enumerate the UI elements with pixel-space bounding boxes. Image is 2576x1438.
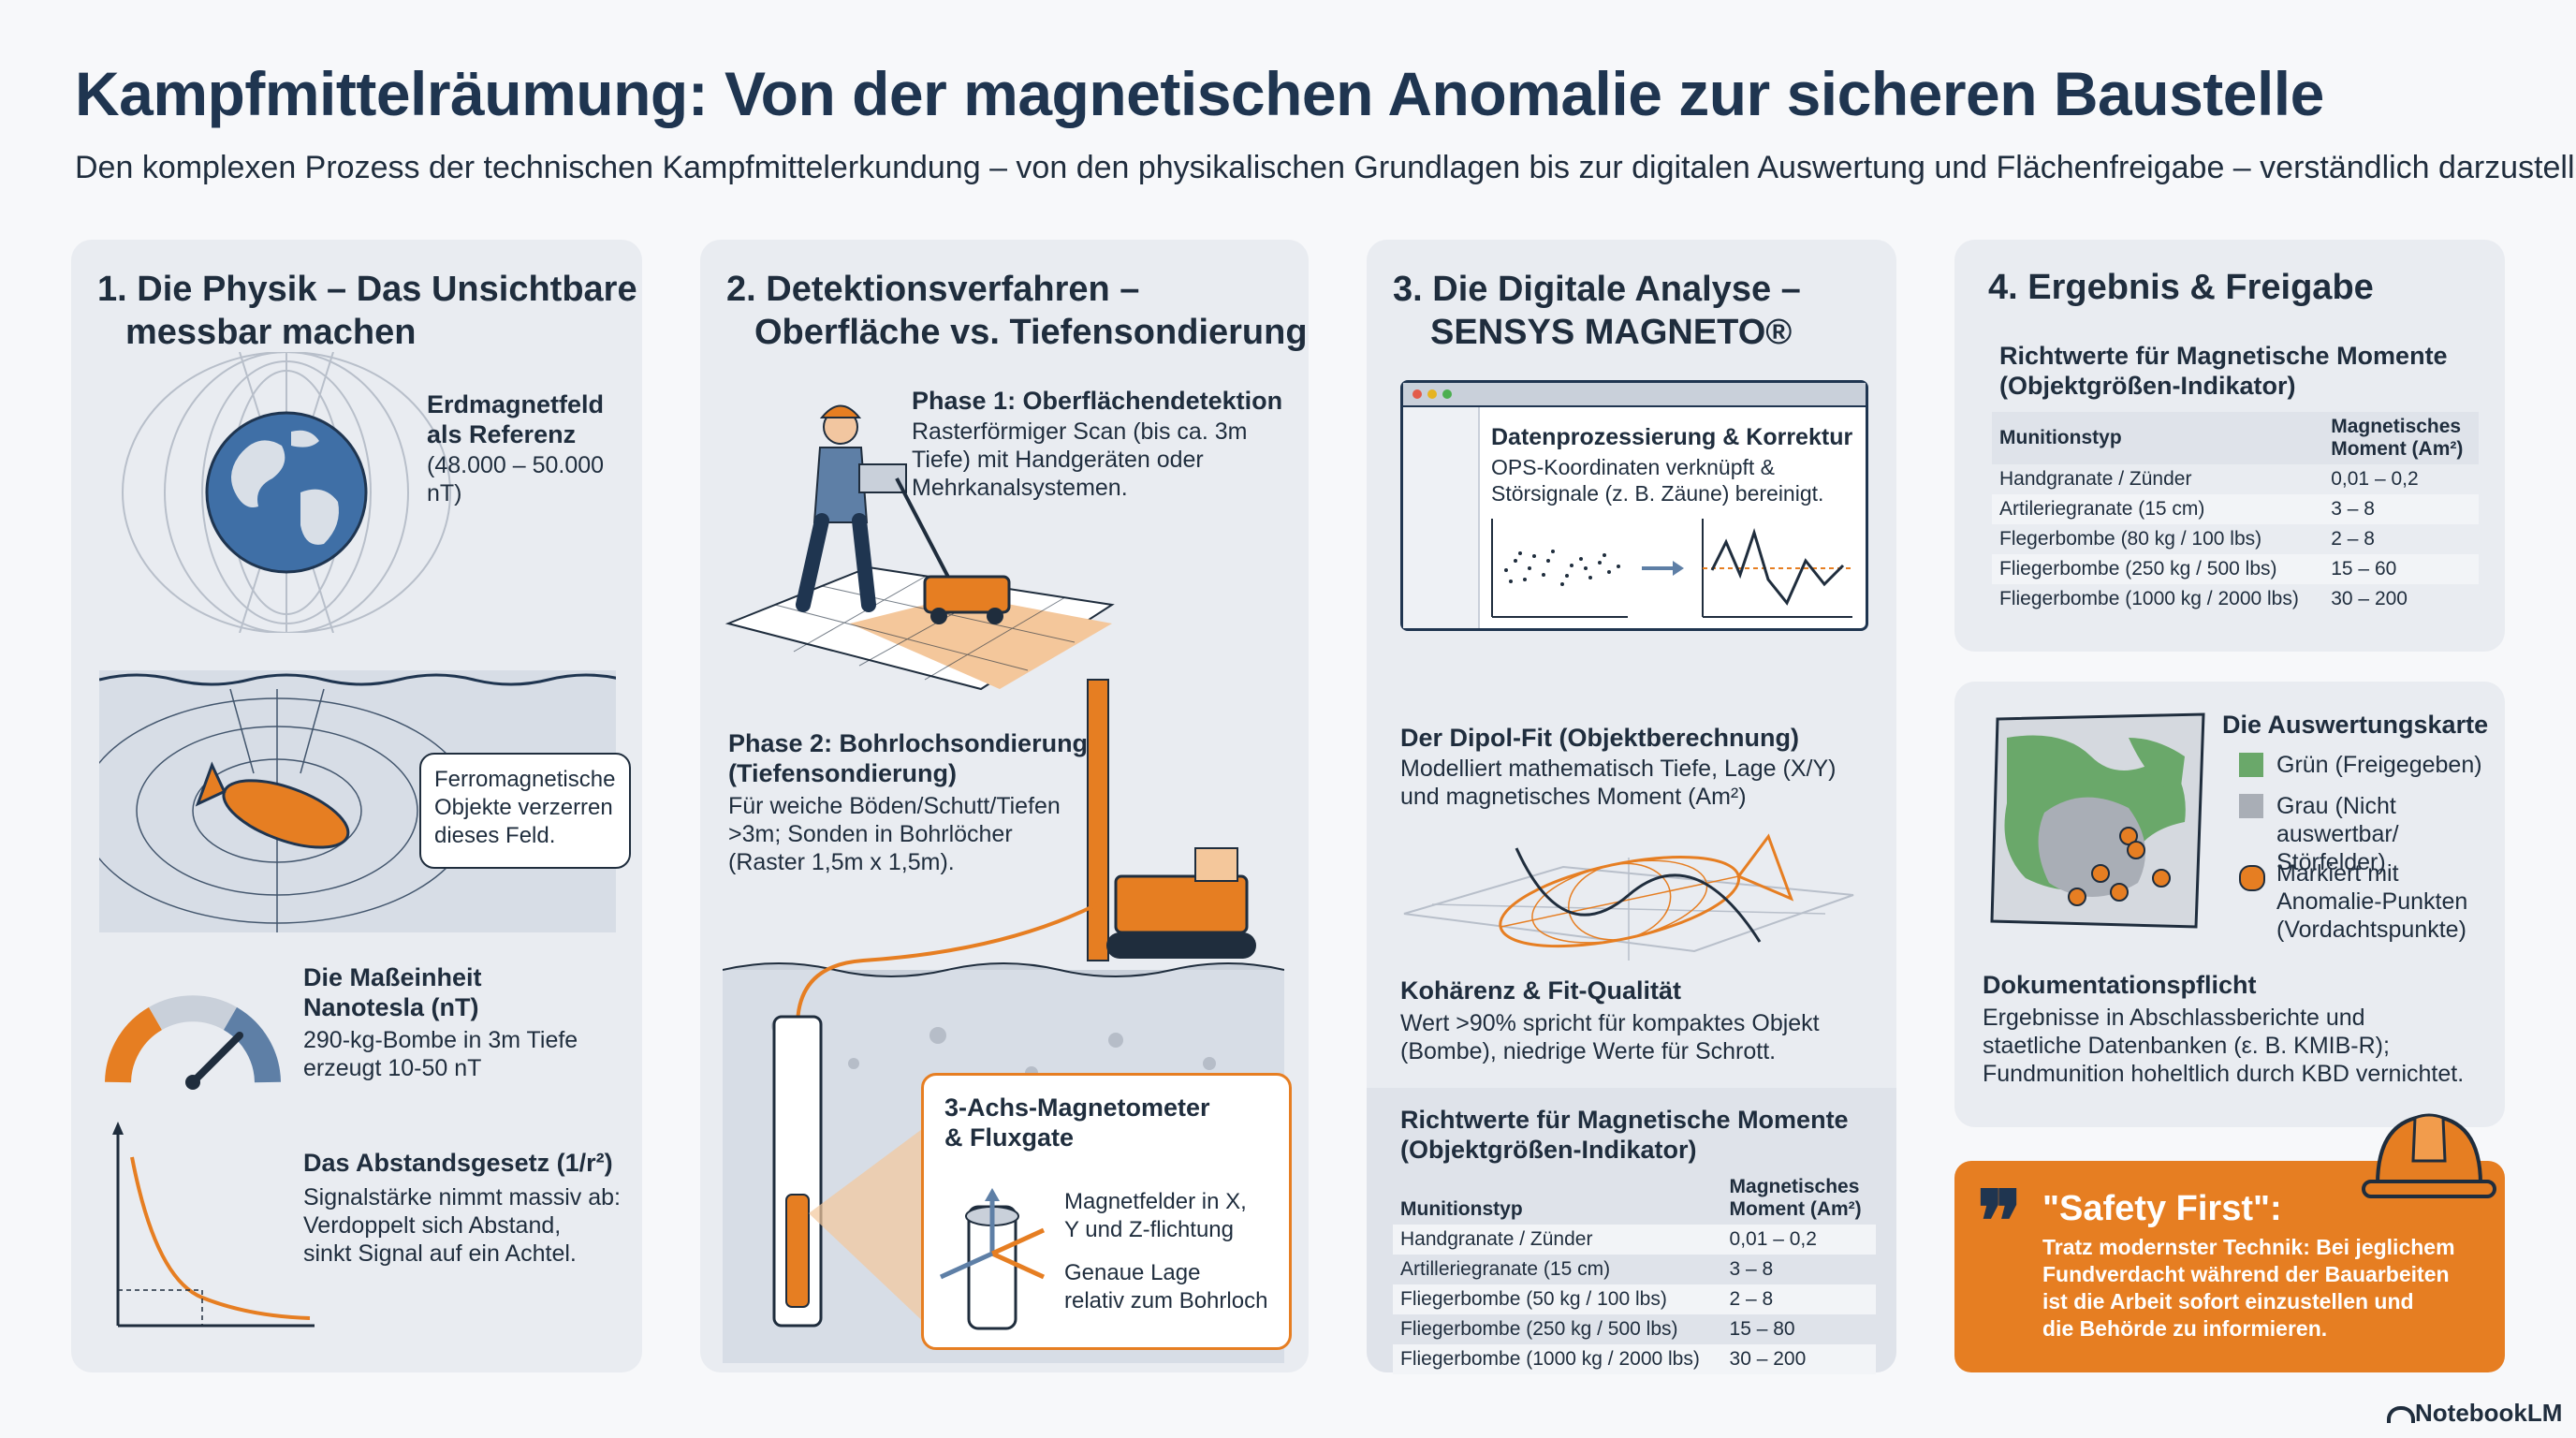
earth-value: (48.000 – 50.000 nT) bbox=[427, 452, 605, 506]
panel-result-table: 4. Ergebnis & Freigabe Richtwerte für Ma… bbox=[1954, 240, 2505, 652]
law-text: Signalstärke nimmt massiv ab: Verdoppelt… bbox=[303, 1184, 622, 1267]
panel-result-title: 4. Ergebnis & Freigabe bbox=[1988, 268, 2374, 307]
ferro-callout: Ferromagnetische Objekte verzerren diese… bbox=[419, 753, 631, 869]
probe-axes-icon bbox=[939, 1188, 1046, 1330]
unit-text: 290-kg-Bombe in 3m Tiefe erzeugt 10-50 n… bbox=[303, 1027, 578, 1081]
legend-green-swatch bbox=[2239, 753, 2263, 777]
panel-result-map: Die Auswertungskarte Grün (Freigegeben) … bbox=[1954, 682, 2505, 1127]
evaluation-map bbox=[1990, 712, 2205, 929]
footer-brand: NotebookLM bbox=[2415, 1399, 2563, 1427]
data-processing-text: OPS-Koordinaten verknüpft & Störsignale … bbox=[1491, 455, 1824, 506]
hard-hat-icon bbox=[2362, 1113, 2496, 1198]
map-heading: Die Auswertungskarte bbox=[2222, 711, 2489, 739]
table-row: Fliegerbombe (50 kg / 100 lbs)2 – 8 bbox=[1393, 1284, 1876, 1314]
inverse-square-graph bbox=[112, 1122, 315, 1328]
earth-heading: Erdmagnetfeld als Referenz bbox=[427, 390, 605, 448]
table-row: Fliegerbombe (1000 kg / 2000 lbs)30 – 20… bbox=[1393, 1344, 1876, 1374]
window-dot-red bbox=[1412, 389, 1422, 399]
safety-text: Tratz modernster Technik: Bei jeglichem … bbox=[2042, 1235, 2455, 1341]
panel-analysis: 3. Die Digitale Analyse – SENSYS MAGNETO… bbox=[1367, 240, 1896, 1374]
magnetometer-callout: 3-Achs-Magnetometer & Fluxgate Magnetfel… bbox=[921, 1073, 1292, 1350]
legend-orange-dot bbox=[2239, 865, 2265, 891]
table-row: Fliegerbombe (1000 kg / 2000 lbs)30 – 20… bbox=[1999, 588, 2408, 609]
panel-physics-title: 1. Die Physik – Das Unsichtbare messbar … bbox=[97, 270, 637, 352]
moments-table-heading-3: Richtwerte für Magnetische Momente (Obje… bbox=[1400, 1106, 1849, 1164]
moments-table-heading-4: Richtwerte für Magnetische Momente (Obje… bbox=[1999, 342, 2448, 400]
page-title: Kampfmittelräumung: Von der magnetischen… bbox=[75, 59, 2324, 128]
quote-icon: ❞ bbox=[1977, 1172, 2023, 1271]
signal-processing-graphs bbox=[1491, 519, 1852, 618]
phase2-heading: Phase 2: Bohrlochsondierung (Tiefensondi… bbox=[728, 729, 1089, 787]
documentation-heading: Dokumentationspflicht bbox=[1983, 971, 2257, 999]
legend-grey: Grau (Nicht auswertbar/ Störfelder) bbox=[2276, 793, 2399, 875]
surface-scan-illustration bbox=[724, 404, 1115, 691]
data-processing-heading: Datenprozessierung & Korrektur bbox=[1491, 424, 1853, 450]
phase1-text: Rasterförmiger Scan (bis ca. 3m Tiefe) m… bbox=[912, 418, 1248, 501]
legend-green: Grün (Freigegeben) bbox=[2276, 752, 2482, 778]
panel-physics: 1. Die Physik – Das Unsichtbare messbar … bbox=[71, 240, 642, 1372]
software-window: Datenprozessierung & Korrektur OPS-Koord… bbox=[1400, 380, 1868, 631]
safety-heading: "Safety First": bbox=[2042, 1189, 2282, 1228]
table-row: Artilleriegranate (15 cm)3 – 8 bbox=[1400, 1258, 1774, 1280]
phase1-heading: Phase 1: Oberflächendetektion bbox=[912, 387, 1283, 415]
table-row: Fliegerbombe (250 kg / 500 lbs)15 – 60 bbox=[1992, 554, 2479, 584]
page-subtitle: Den komplexen Prozess der technischen Ka… bbox=[75, 150, 2576, 185]
table-row: Fliegerbombe (250 kg / 500 lbs)15 – 80 bbox=[1400, 1318, 1795, 1340]
window-dot-green bbox=[1442, 389, 1452, 399]
table-row: Flegerbombe (80 kg / 100 lbs)2 – 8 bbox=[1999, 528, 2375, 550]
phase2-text: Für weiche Böden/Schutt/Tiefen >3m; Sond… bbox=[728, 793, 1061, 875]
dipole-heading: Der Dipol-Fit (Objektberechnung) bbox=[1400, 724, 1800, 752]
earth-field-illustration bbox=[122, 352, 451, 633]
unit-heading: Die Maßeinheit Nanotesla (nT) bbox=[303, 963, 482, 1021]
coherence-text: Wert >90% spricht für kompaktes Objekt (… bbox=[1400, 1010, 1820, 1064]
panel-analysis-title: 3. Die Digitale Analyse – SENSYS MAGNETO… bbox=[1393, 270, 1801, 352]
law-heading: Das Abstandsgesetz (1/r²) bbox=[303, 1149, 613, 1177]
panel-detection: 2. Detektionsverfahren – Oberfläche vs. … bbox=[700, 240, 1309, 1372]
moments-table-card-3: Richtwerte für Magnetische Momente (Obje… bbox=[1367, 1088, 1896, 1374]
dipole-fit-illustration bbox=[1403, 833, 1854, 961]
window-dot-yellow bbox=[1427, 389, 1437, 399]
documentation-text: Ergebnisse in Abschlassberichte und stae… bbox=[1983, 1005, 2465, 1087]
panel-detection-title: 2. Detektionsverfahren – Oberfläche vs. … bbox=[726, 270, 1308, 352]
coherence-heading: Kohärenz & Fit-Qualität bbox=[1400, 976, 1682, 1005]
legend-orange: Markiert mit Anomalie-Punkten (Vordachts… bbox=[2276, 860, 2468, 943]
dipole-text: Modelliert mathematisch Tiefe, Lage (X/Y… bbox=[1400, 756, 1837, 810]
gauge-icon bbox=[105, 995, 281, 1090]
brand-icon bbox=[2387, 1406, 2415, 1423]
table-row: Artileriegranate (15 cm)3 – 8 bbox=[1992, 494, 2479, 524]
legend-grey-swatch bbox=[2239, 794, 2263, 818]
